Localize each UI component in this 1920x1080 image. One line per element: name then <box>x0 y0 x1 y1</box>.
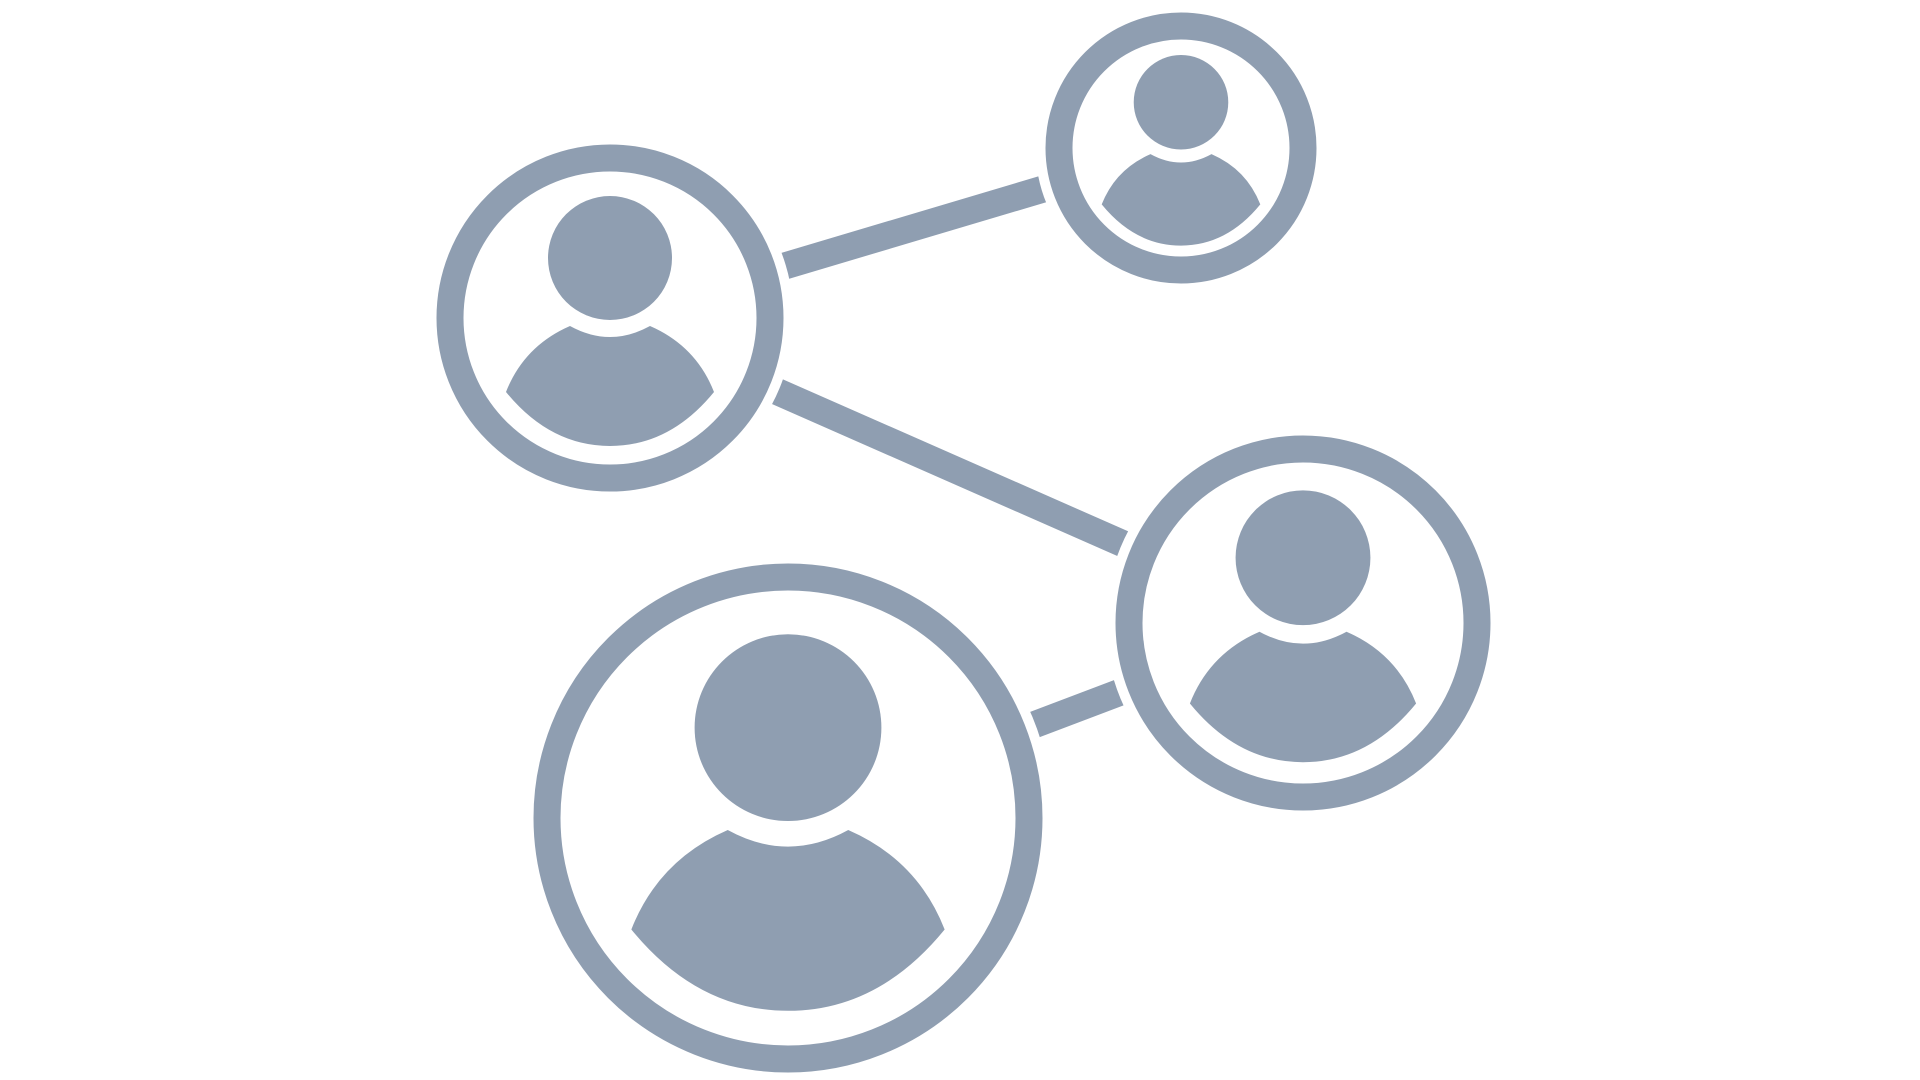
person-top-left <box>426 134 794 502</box>
person-middle-right <box>1105 425 1501 821</box>
person-head <box>1235 490 1371 626</box>
person-head <box>1133 54 1229 150</box>
person-body <box>1189 631 1417 763</box>
person-head <box>694 634 882 822</box>
person-bottom <box>523 553 1053 1080</box>
person-icon <box>1189 490 1417 763</box>
person-icon <box>506 196 714 446</box>
person-top-right <box>1035 2 1327 294</box>
person-body <box>631 830 945 1011</box>
person-body <box>506 326 714 446</box>
person-head <box>548 196 672 320</box>
person-icon <box>1101 54 1261 246</box>
person-nodes <box>426 2 1501 1080</box>
person-body <box>1101 154 1261 246</box>
person-icon <box>631 634 945 1011</box>
